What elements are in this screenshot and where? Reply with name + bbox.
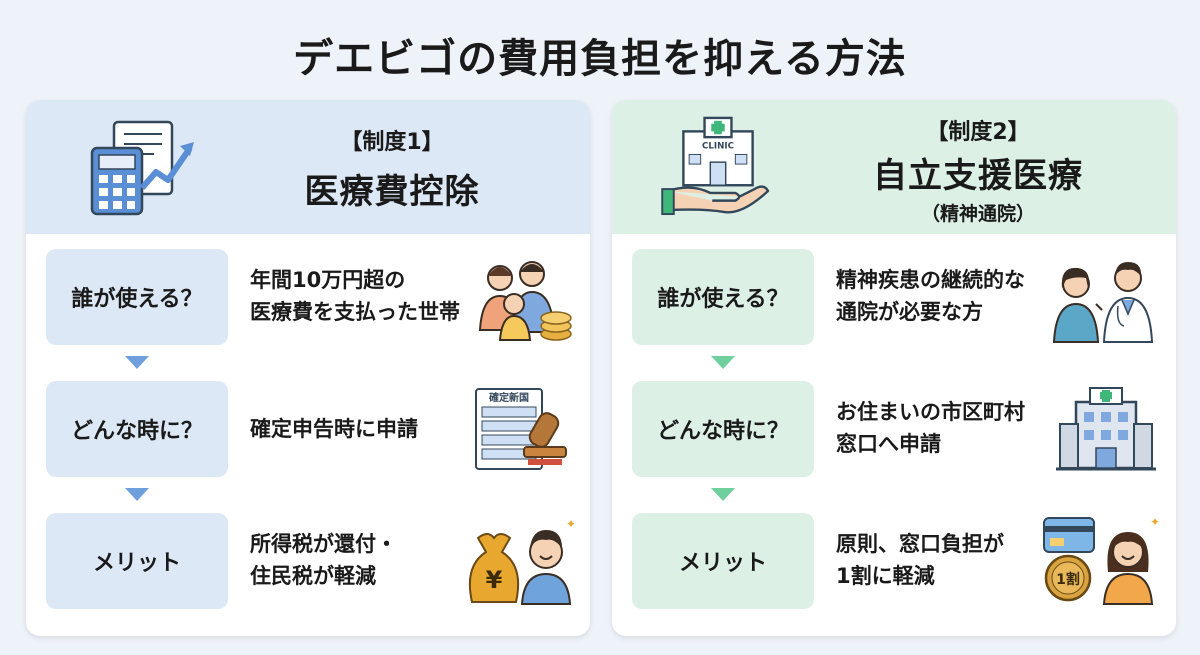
card-coin-woman-icon: 1割 ✦ (1043, 515, 1160, 605)
page-title: デエビゴの費用負担を抑える方法 (293, 36, 907, 82)
panel-header: 【制度1】 医療費控除 (26, 100, 590, 234)
down-arrow-icon (125, 488, 149, 501)
svg-text:✦: ✦ (1150, 515, 1160, 529)
svg-text:1割: 1割 (1056, 571, 1080, 588)
system-tag: 【制度2】 (926, 120, 1030, 145)
system-subtitle: （精神通院） (920, 203, 1035, 225)
panel-header: CLINIC 【制度2】 自立支援医療 （精神通院） (612, 100, 1176, 234)
question-who: 誰が使える？ (632, 249, 814, 345)
tax-form-stamp-icon: 確定新国 (475, 388, 567, 470)
family-coins-icon (478, 261, 572, 341)
question-merit: メリット (46, 513, 228, 609)
system-name: 医療費控除 (304, 172, 480, 212)
down-arrow-icon (711, 488, 735, 501)
answer-when: 確定申告時に申請 (250, 417, 418, 441)
svg-text:CLINIC: CLINIC (702, 142, 734, 152)
patient-doctor-icon (1052, 262, 1154, 343)
question-who: 誰が使える？ (46, 249, 228, 345)
answer-who: 年間10万円超の 医療費を支払った世帯 (250, 268, 460, 324)
answer-merit: 原則、窓口負担が 1割に軽減 (836, 532, 1004, 588)
calculator-chart-icon (90, 120, 194, 216)
panel-medical-deduction: 【制度1】 医療費控除 誰が使える？ 年間10万円超の 医療費を支払った世帯 ど… (26, 100, 590, 636)
system-name: 自立支援医療 (873, 156, 1083, 196)
city-office-icon (1056, 387, 1156, 471)
answer-who: 精神疾患の継続的な 通院が必要な方 (836, 268, 1025, 324)
system-tag: 【制度1】 (340, 130, 444, 155)
question-when: どんな時に？ (632, 381, 814, 477)
svg-text:確定新国: 確定新国 (489, 391, 529, 404)
question-when: どんな時に？ (46, 381, 228, 477)
answer-when: お住まいの市区町村 窓口へ申請 (836, 400, 1025, 456)
panel-independence-support: CLINIC 【制度2】 自立支援医療 （精神通院） 誰が使える？ 精神疾患の継… (612, 100, 1176, 636)
money-bag-man-icon: ¥ ✦ (468, 517, 574, 605)
question-merit: メリット (632, 513, 814, 609)
svg-text:✦: ✦ (566, 517, 574, 531)
svg-text:¥: ¥ (486, 566, 503, 594)
down-arrow-icon (125, 356, 149, 369)
answer-merit: 所得税が還付・ 住民税が軽減 (250, 532, 397, 588)
down-arrow-icon (711, 356, 735, 369)
clinic-hand-icon: CLINIC (661, 116, 770, 216)
